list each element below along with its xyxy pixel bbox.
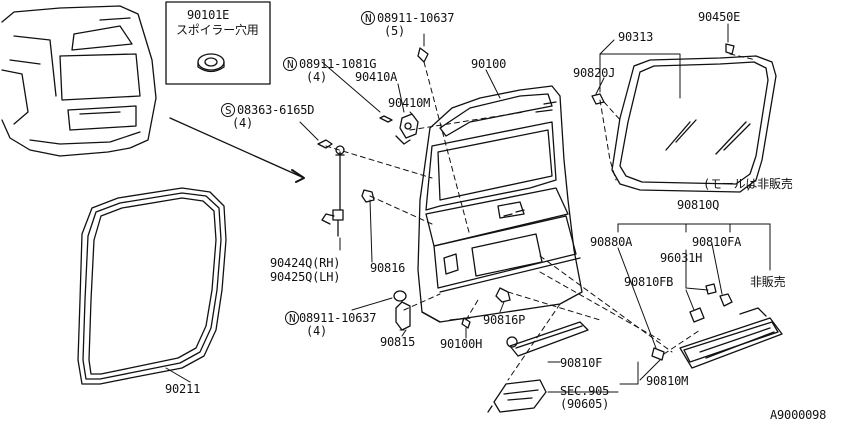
- diagram-id: A9000098: [770, 408, 827, 422]
- label-sec905-ref: (90605): [560, 397, 610, 411]
- bumper-90815: [395, 301, 411, 331]
- clip-08911-top: [417, 47, 429, 63]
- screw-90880a: [651, 347, 665, 361]
- bumper-90816: [361, 189, 375, 203]
- reference-badges: [221, 11, 375, 325]
- bolt-90100h: [461, 317, 471, 329]
- moulding-90810f: [506, 321, 589, 357]
- label-08911-10637-bottom: 08911-10637: [299, 311, 377, 325]
- label-08911-1081g-qty: (4): [306, 70, 328, 84]
- vehicle-thumbnail: [1, 5, 157, 157]
- label-90810m: 90810M: [646, 374, 689, 388]
- s-badge-08363: [221, 103, 235, 117]
- clip-90810fa: [705, 283, 717, 295]
- grommet-shape: [197, 53, 225, 71]
- label-90820j: 90820J: [573, 66, 616, 80]
- label-90101e: 90101E: [187, 8, 230, 22]
- label-90816p: 90816P: [483, 313, 526, 327]
- assembly-arrow: [169, 117, 305, 179]
- part-box-90101e: [165, 1, 271, 85]
- handle-sec905: [487, 379, 547, 413]
- label-90313: 90313: [618, 30, 654, 44]
- badge-letter-s: S: [225, 104, 232, 117]
- clip-90820j: [591, 93, 605, 105]
- label-90101e-note: スポイラー穴用: [176, 23, 259, 37]
- gas-strut: [321, 145, 345, 237]
- bumper-90816p: [495, 287, 511, 303]
- n-badge-top: [361, 11, 375, 25]
- label-90424q: 90424Q(RH): [270, 256, 341, 270]
- weatherstrip-90211: [77, 187, 227, 385]
- label-96031h: 96031H: [660, 251, 703, 265]
- clip-96031h: [719, 293, 733, 307]
- label-08911-1081g: 08911-1081G: [299, 57, 377, 71]
- label-90810q: 90810Q: [677, 198, 720, 212]
- clip-90450e: [725, 43, 735, 55]
- label-90450e: 90450E: [698, 10, 741, 24]
- label-90815: 90815: [380, 335, 416, 349]
- n-badge-bottom: [285, 311, 299, 325]
- clip-90810fb: [689, 307, 705, 323]
- back-glass-90313: [611, 55, 777, 193]
- leader-lines: [165, 23, 771, 393]
- label-90410m: 90410M: [388, 96, 431, 110]
- label-90410a: 90410A: [355, 70, 398, 84]
- label-90810f: 90810F: [560, 356, 603, 370]
- label-glass-note: (モールは非販売: [703, 177, 793, 191]
- leader-lines-dashed: [325, 53, 757, 381]
- badge-letter-n: N: [287, 58, 294, 71]
- label-sec905: SEC.905: [560, 384, 610, 398]
- label-08911-10637-top: 08911-10637: [377, 11, 455, 25]
- cushion-90816: [393, 290, 407, 302]
- badge-letter-n: N: [365, 12, 372, 25]
- label-08911-10637-top-qty: (5): [384, 24, 406, 38]
- label-90100h: 90100H: [440, 337, 483, 351]
- label-90810fa: 90810FA: [692, 235, 742, 249]
- label-90211: 90211: [165, 382, 201, 396]
- label-90816: 90816: [370, 261, 406, 275]
- label-08911-10637-bottom-qty: (4): [306, 324, 328, 338]
- bolt-08363: [317, 139, 333, 149]
- label-not-sold: 非販売: [750, 275, 786, 289]
- label-90100: 90100: [471, 57, 507, 71]
- badge-letter-n: N: [289, 312, 296, 325]
- n-badge-1081g: [283, 57, 297, 71]
- hinge-bracket-90410: [379, 113, 419, 145]
- label-08363-6165d: 08363-6165D: [237, 103, 315, 117]
- finisher-90810m: [679, 307, 783, 369]
- label-90880a: 90880A: [590, 235, 633, 249]
- label-90425q: 90425Q(LH): [270, 270, 341, 284]
- label-08363-6165d-qty: (4): [232, 116, 254, 130]
- back-door-90100: [417, 85, 583, 323]
- label-90810fb: 90810FB: [624, 275, 674, 289]
